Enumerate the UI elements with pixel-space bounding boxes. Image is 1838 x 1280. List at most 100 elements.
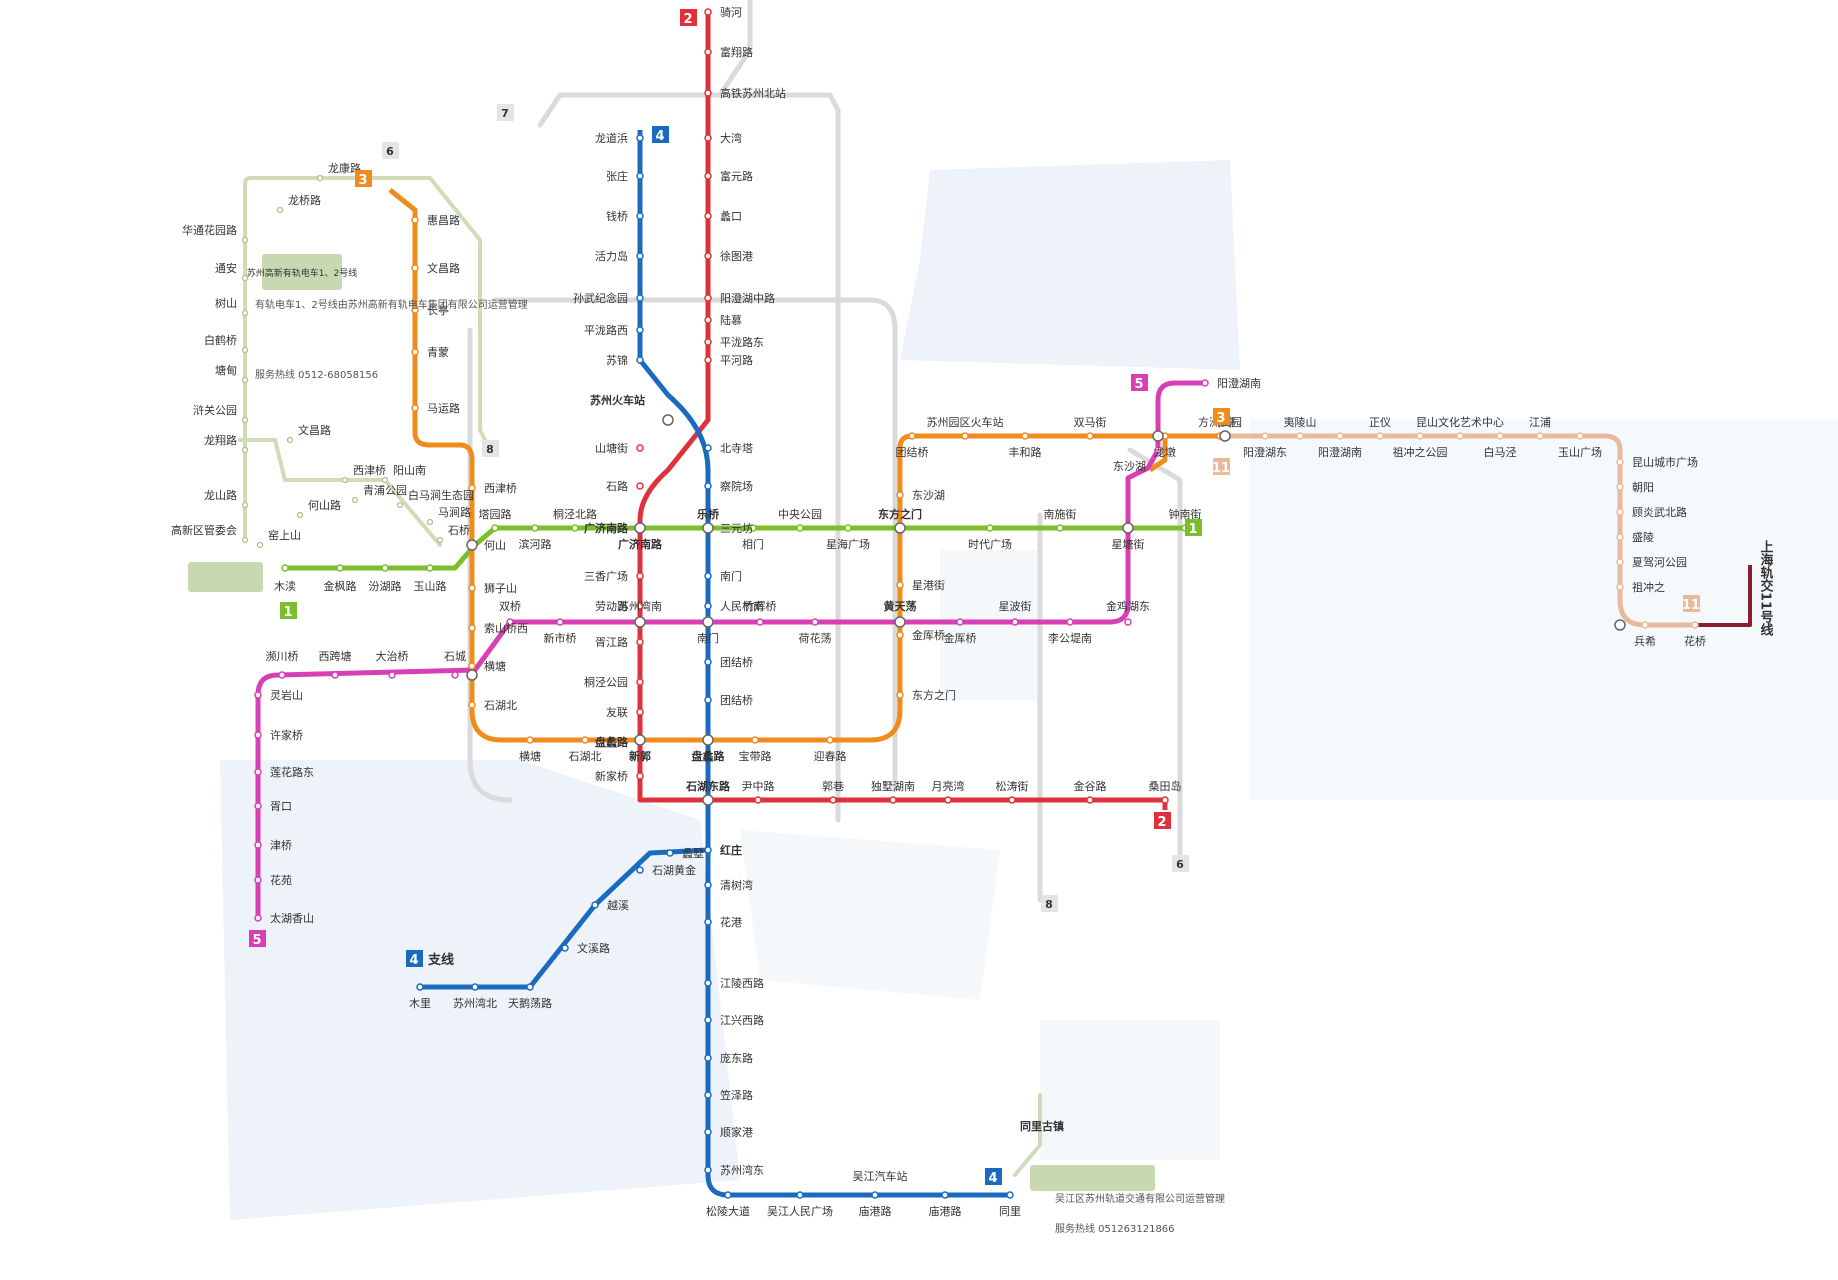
station-label[interactable]: 相门 bbox=[742, 537, 764, 551]
tram-station-dot[interactable] bbox=[426, 518, 434, 526]
tram-station-dot[interactable] bbox=[396, 501, 404, 509]
tram-station-dot[interactable] bbox=[241, 446, 249, 454]
tram-station-dot[interactable] bbox=[381, 476, 389, 484]
station-label[interactable]: 树山 bbox=[215, 296, 237, 310]
station-label[interactable]: 时代广场 bbox=[968, 537, 1012, 551]
station-label[interactable]: 顾炎武北路 bbox=[1632, 506, 1687, 519]
station-dot[interactable] bbox=[254, 731, 262, 739]
station-label[interactable]: 广济南路 bbox=[584, 521, 629, 535]
station-dot[interactable] bbox=[254, 691, 262, 699]
station-dot[interactable] bbox=[468, 701, 476, 709]
tram-station-dot[interactable] bbox=[351, 496, 359, 504]
transfer-station[interactable] bbox=[702, 522, 714, 534]
station-dot[interactable] bbox=[896, 691, 904, 699]
station-label[interactable]: 盛陵 bbox=[1632, 530, 1654, 544]
station-dot[interactable] bbox=[1496, 432, 1504, 440]
station-dot[interactable] bbox=[636, 602, 644, 610]
station-label[interactable]: 文溪路 bbox=[577, 941, 610, 955]
station-dot[interactable] bbox=[704, 1128, 712, 1136]
station-dot[interactable] bbox=[416, 983, 424, 991]
station-dot[interactable] bbox=[636, 866, 644, 874]
line3-badge-east[interactable]: 3 bbox=[1213, 408, 1230, 426]
station-dot[interactable] bbox=[1296, 432, 1304, 440]
tram-station-dot[interactable] bbox=[436, 536, 444, 544]
station-dot[interactable] bbox=[956, 618, 964, 626]
station-dot[interactable] bbox=[704, 444, 712, 452]
station-label[interactable]: 天鹅荡路 bbox=[508, 996, 552, 1010]
station-dot[interactable] bbox=[704, 134, 712, 142]
station-label[interactable]: 顺家港 bbox=[720, 1125, 753, 1139]
station-label[interactable]: 张庄 bbox=[606, 169, 628, 183]
station-dot[interactable] bbox=[381, 564, 389, 572]
station-dot[interactable] bbox=[704, 356, 712, 364]
line2-badge-east[interactable]: 2 bbox=[1154, 812, 1171, 830]
station-dot[interactable] bbox=[961, 432, 969, 440]
station-label[interactable]: 龙翔路 bbox=[204, 433, 237, 447]
station-dot[interactable] bbox=[411, 306, 419, 314]
station-dot[interactable] bbox=[754, 796, 762, 804]
station-label[interactable]: 塔园路 bbox=[479, 508, 512, 521]
line5-badge-north[interactable]: 5 bbox=[1131, 374, 1148, 392]
station-label[interactable]: 文昌路 bbox=[298, 423, 331, 437]
station-dot[interactable] bbox=[1616, 483, 1624, 491]
station-label[interactable]: 竹辉桥 bbox=[744, 599, 777, 613]
station-label[interactable]: 横塘 bbox=[484, 659, 506, 673]
station-label[interactable]: 郭巷 bbox=[822, 780, 844, 793]
station-dot[interactable] bbox=[986, 524, 994, 532]
station-dot[interactable] bbox=[704, 8, 712, 16]
station-dot[interactable] bbox=[636, 678, 644, 686]
station-dot[interactable] bbox=[829, 796, 837, 804]
station-label[interactable]: 汾湖路 bbox=[369, 580, 402, 593]
station-dot[interactable] bbox=[636, 172, 644, 180]
station-label[interactable]: 庞东路 bbox=[720, 1051, 753, 1065]
station-dot[interactable] bbox=[411, 264, 419, 272]
station-dot[interactable] bbox=[1616, 533, 1624, 541]
station-label[interactable]: 胥口 bbox=[270, 800, 292, 813]
station-dot[interactable] bbox=[704, 172, 712, 180]
station-label[interactable]: 团结桥 bbox=[720, 694, 753, 707]
station-label[interactable]: 青蒙 bbox=[427, 346, 449, 359]
station-dot[interactable] bbox=[811, 618, 819, 626]
station-dot[interactable] bbox=[491, 524, 499, 532]
station-dot[interactable] bbox=[388, 671, 396, 679]
station-label[interactable]: 龙桥路 bbox=[288, 194, 321, 207]
station-label[interactable]: 木渎 bbox=[274, 579, 296, 593]
station-label[interactable]: 宝带路 bbox=[739, 749, 772, 763]
station-dot[interactable] bbox=[426, 564, 434, 572]
transfer-station[interactable] bbox=[1122, 522, 1134, 534]
station-label[interactable]: 灵岩山 bbox=[270, 688, 303, 702]
station-dot[interactable] bbox=[254, 876, 262, 884]
station-dot[interactable] bbox=[704, 482, 712, 490]
station-label[interactable]: 阳澄湖南 bbox=[1217, 376, 1261, 390]
station-dot[interactable] bbox=[1616, 558, 1624, 566]
station-dot[interactable] bbox=[704, 48, 712, 56]
station-dot[interactable] bbox=[1086, 796, 1094, 804]
tram-station-dot[interactable] bbox=[316, 174, 324, 182]
station-dot[interactable] bbox=[571, 524, 579, 532]
tram-station-dot[interactable] bbox=[241, 346, 249, 354]
station-label[interactable]: 西跨塘 bbox=[319, 649, 352, 663]
station-dot[interactable] bbox=[636, 482, 644, 490]
tram-station-dot[interactable] bbox=[241, 236, 249, 244]
station-label[interactable]: 石路 bbox=[606, 480, 628, 493]
station-label[interactable]: 东沙湖 bbox=[1113, 460, 1146, 473]
station-label[interactable]: 横塘 bbox=[519, 749, 541, 763]
station-label[interactable]: 桐泾公园 bbox=[584, 675, 628, 689]
tram-station-dot[interactable] bbox=[241, 274, 249, 282]
station-label[interactable]: 东方之门 bbox=[912, 688, 956, 702]
station-dot[interactable] bbox=[1376, 432, 1384, 440]
station-label[interactable]: 金枫路 bbox=[324, 579, 357, 593]
station-label[interactable]: 迎春路 bbox=[814, 750, 847, 763]
station-label[interactable]: 星波街 bbox=[999, 599, 1032, 613]
line1-badge-west[interactable]: 1 bbox=[280, 602, 297, 620]
station-label[interactable]: 白马泾 bbox=[1484, 445, 1517, 459]
station-label[interactable]: 苏州湾北 bbox=[453, 996, 497, 1010]
station-dot[interactable] bbox=[1641, 621, 1649, 629]
station-label[interactable]: 塘甸 bbox=[215, 363, 237, 377]
station-label[interactable]: 丰和路 bbox=[1009, 446, 1042, 459]
station-label[interactable]: 蠡口 bbox=[720, 209, 742, 223]
station-dot[interactable] bbox=[254, 841, 262, 849]
station-dot[interactable] bbox=[704, 881, 712, 889]
station-label[interactable]: 南门 bbox=[697, 631, 719, 645]
station-label[interactable]: 龙康路 bbox=[328, 161, 361, 175]
